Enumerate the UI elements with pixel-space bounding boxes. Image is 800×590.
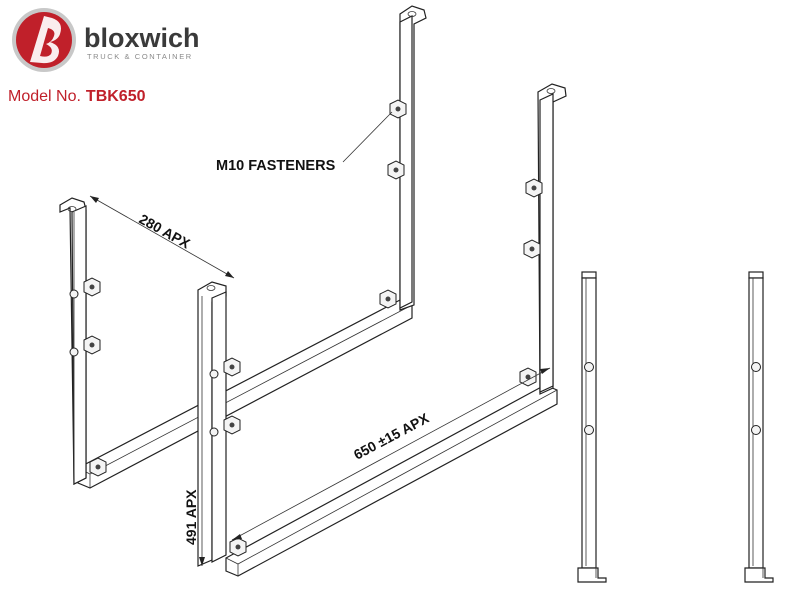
bolt-icon bbox=[89, 457, 107, 477]
model-number: Model No. TBK650 bbox=[8, 88, 146, 105]
bolt-icon bbox=[223, 415, 241, 435]
bolt-icon bbox=[525, 178, 543, 198]
bolt-icon bbox=[523, 239, 541, 259]
bolt-hole-icon bbox=[751, 425, 761, 435]
model-value: TBK650 bbox=[86, 88, 146, 105]
bracket-side-view-1 bbox=[577, 271, 607, 583]
bolt-icon bbox=[389, 99, 407, 119]
bolt-icon bbox=[83, 277, 101, 297]
bolt-icon bbox=[519, 367, 537, 387]
brand-logo: bloxwich TRUCK & CONTAINER bbox=[12, 8, 200, 72]
kit-isometric-view: 280 APX 650 ±15 APX 491 APX M10 FASTENER… bbox=[59, 5, 567, 577]
bolt-icon bbox=[387, 160, 405, 180]
front-cross-rail bbox=[225, 384, 558, 577]
bolt-icon bbox=[379, 289, 397, 309]
bolt-hole-icon bbox=[751, 362, 761, 372]
model-label: Model No. bbox=[8, 88, 81, 105]
dimension-491-label: 491 APX bbox=[183, 489, 199, 545]
brand-tagline: TRUCK & CONTAINER bbox=[87, 52, 193, 61]
bracket-front-left bbox=[197, 281, 227, 567]
bolt-hole-icon bbox=[584, 425, 594, 435]
logo-mark-icon bbox=[12, 8, 76, 72]
fasteners-callout: M10 FASTENERS bbox=[216, 111, 393, 174]
bracket-back-right bbox=[399, 5, 427, 311]
bolt-icon bbox=[223, 357, 241, 377]
dimension-280-label: 280 APX bbox=[137, 211, 194, 252]
fasteners-label: M10 FASTENERS bbox=[216, 158, 336, 174]
bracket-side-view-2 bbox=[744, 271, 774, 583]
bracket-back-left bbox=[59, 197, 87, 485]
dimension-491: 491 APX bbox=[183, 296, 205, 566]
bracket-front-right bbox=[537, 83, 567, 395]
dimension-280: 280 APX bbox=[89, 195, 235, 279]
bolt-icon bbox=[229, 537, 247, 557]
brand-name: bloxwich bbox=[84, 23, 200, 53]
dimension-650: 650 ±15 APX bbox=[231, 367, 551, 541]
bolt-hole-icon bbox=[584, 362, 594, 372]
bolt-icon bbox=[83, 335, 101, 355]
